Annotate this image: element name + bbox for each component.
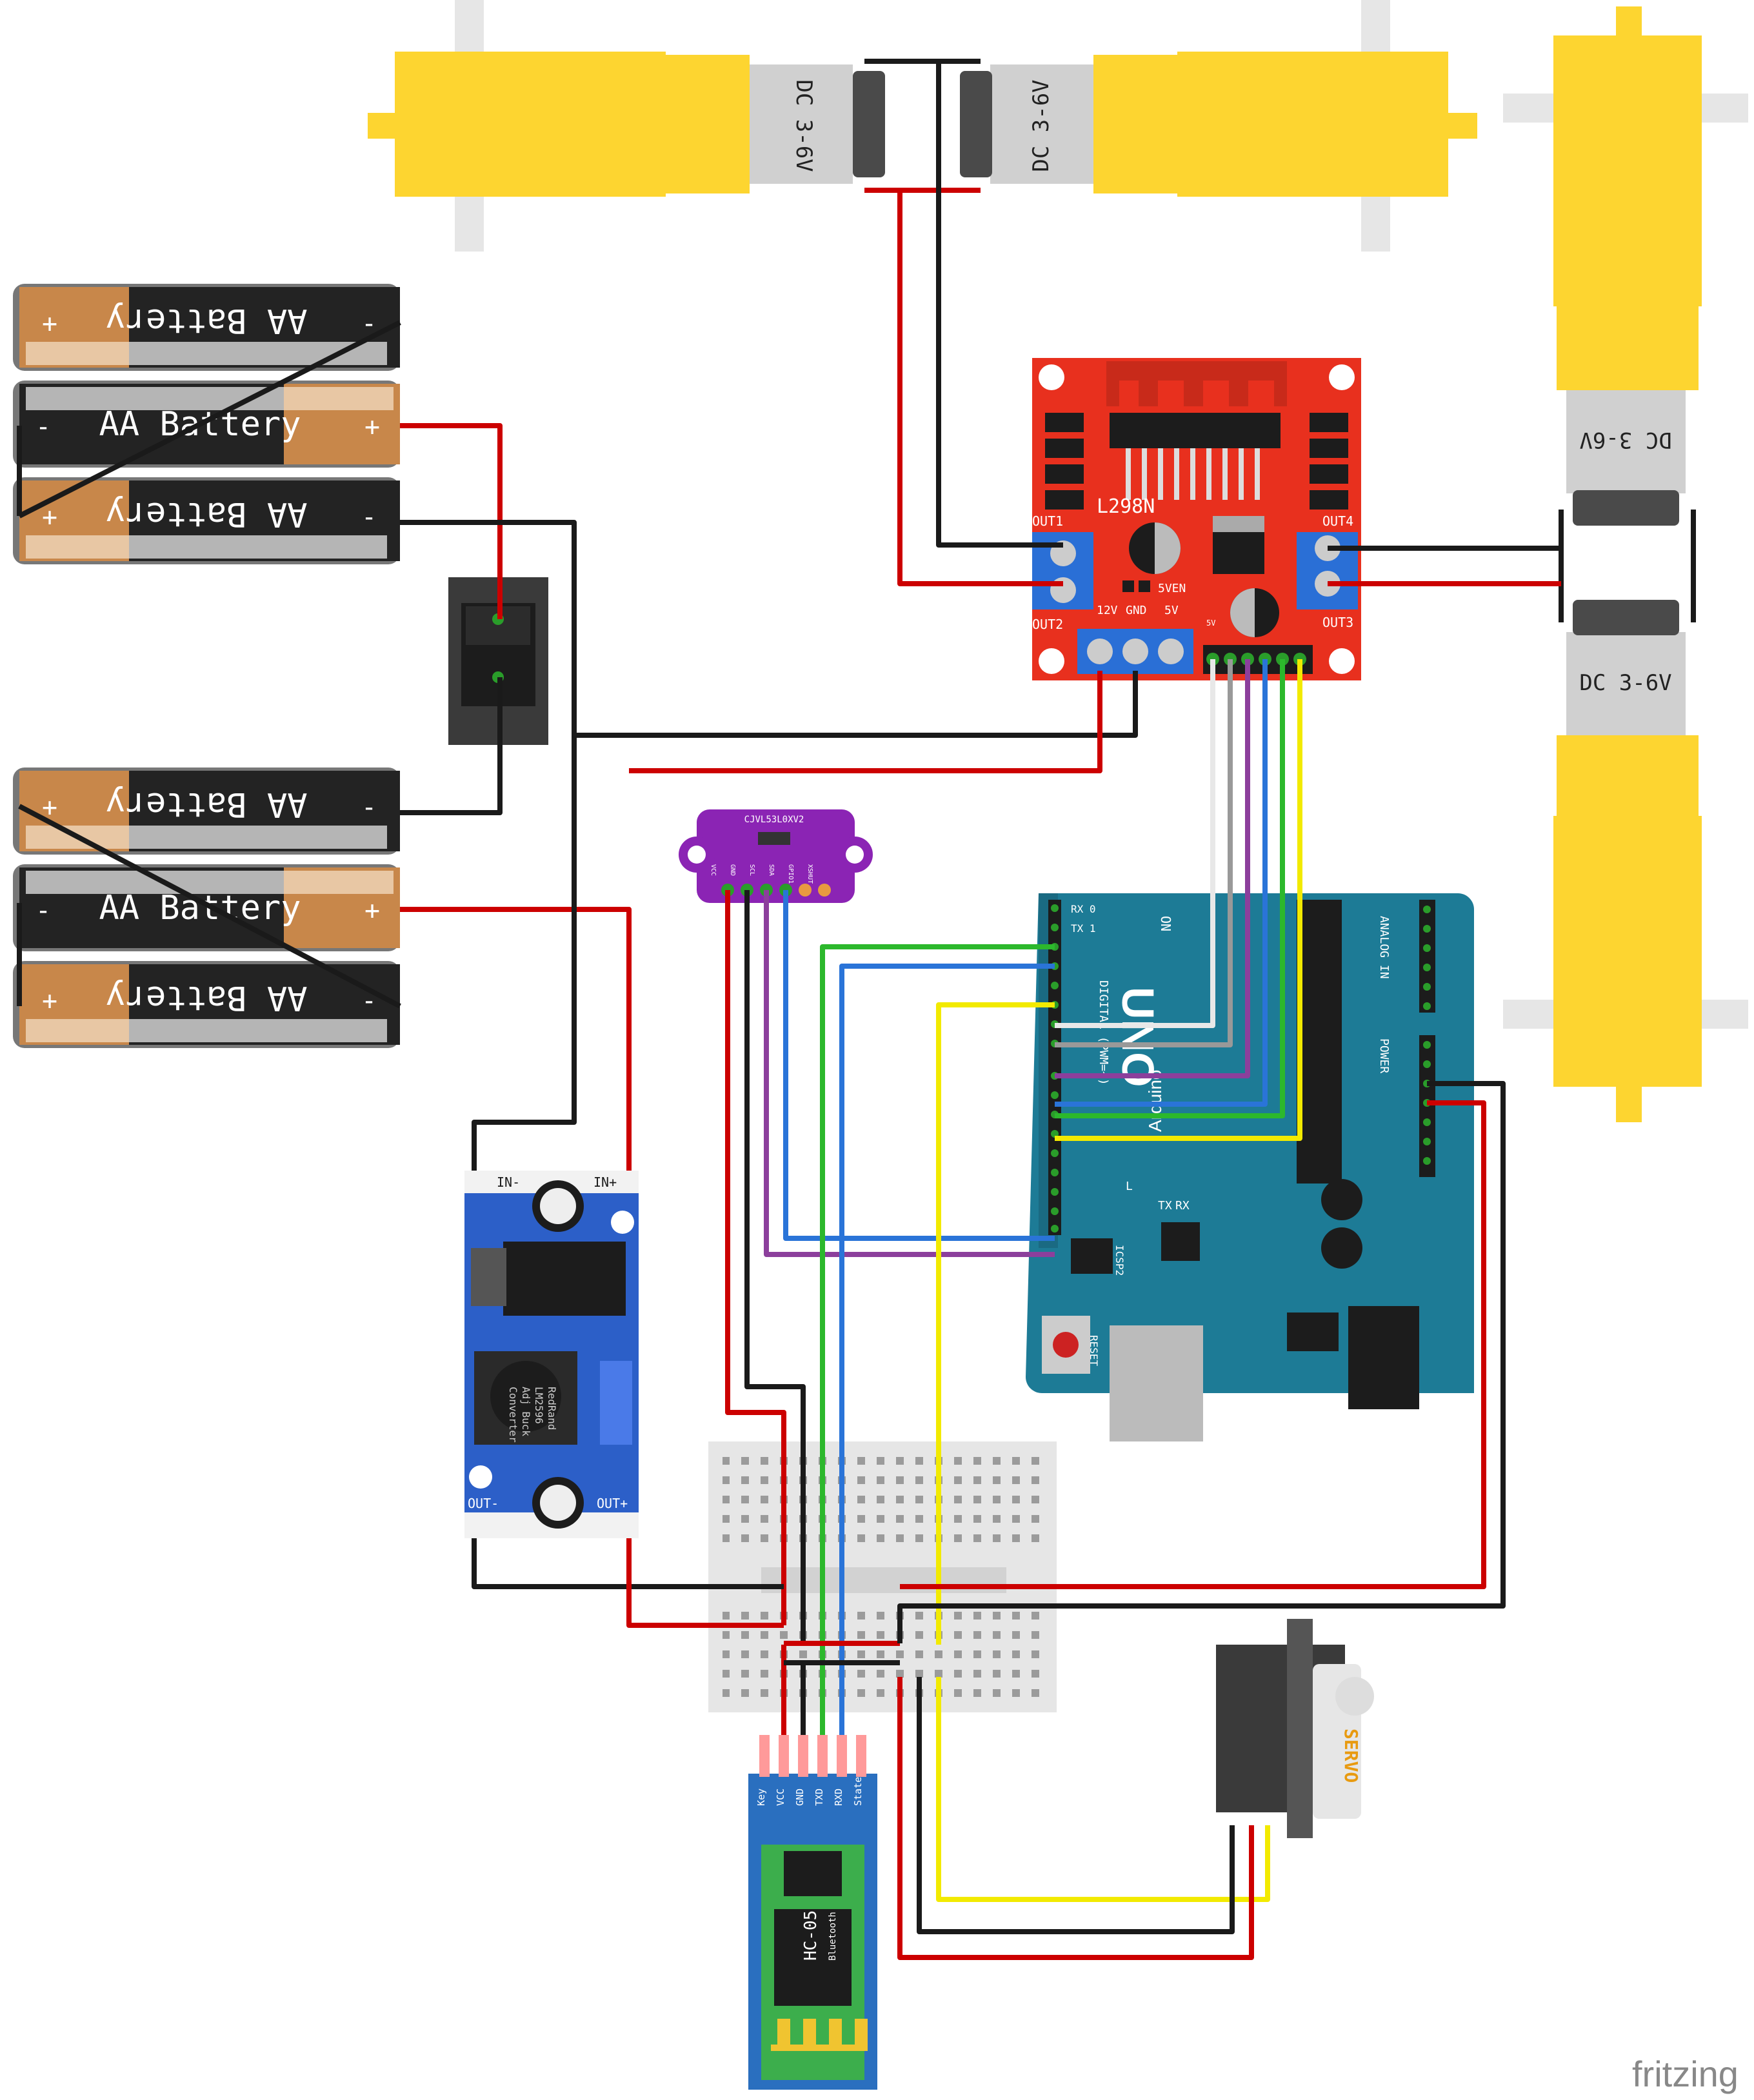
buck-in-minus: IN- (497, 1174, 520, 1190)
fritzing-watermark: fritzing (1632, 2054, 1739, 2094)
battery-plus: + (42, 986, 57, 1016)
battery-minus: - (35, 896, 51, 926)
vl53-pin-label: SCL (748, 864, 755, 876)
l298n-out2: OUT2 (1032, 617, 1063, 632)
arduino-l-led: L (1126, 1180, 1133, 1193)
battery-plus: + (364, 412, 380, 442)
hc05-bluetooth: Key VCC GND TXD RXD State HC-05 Bluetoot… (748, 1735, 877, 2090)
arduino-brand: Arduino (1145, 1069, 1165, 1132)
arduino-power-label: POWER (1377, 1038, 1391, 1073)
battery-label: AA Battery (105, 978, 307, 1017)
arduino-analog-pins (1423, 906, 1431, 1010)
battery-plus: + (364, 896, 380, 926)
aa-battery-6: AA Battery + - (13, 961, 400, 1048)
arduino-rx-led: RX (1175, 1199, 1190, 1213)
l298n-5v-pin: 5V (1206, 619, 1215, 628)
l298n-out1: OUT1 (1032, 513, 1063, 529)
arduino-analog-label: ANALOG IN (1377, 916, 1391, 979)
vl53-title: CJVL53L0XV2 (744, 815, 804, 825)
buck-chip-line: Converter (507, 1387, 519, 1443)
aa-battery-4: AA Battery + - (13, 768, 400, 855)
arduino-logo: UNO (1113, 987, 1163, 1087)
battery-minus: - (361, 502, 377, 532)
battery-minus: - (35, 412, 51, 442)
battery-label: AA Battery (105, 301, 307, 340)
motor-label: DC 3-6V (1579, 427, 1671, 453)
buck-converter: IN- IN+ OUT- OUT+ RedRand LM2596 Adj Buc… (464, 1171, 639, 1538)
buck-chip-line: RedRand (546, 1387, 558, 1430)
hc05-pin-label: TXD (813, 1788, 825, 1806)
l298n-5ven: 5VEN (1158, 582, 1186, 595)
motor-label: DC 3-6V (1028, 79, 1054, 172)
buck-out-plus: OUT+ (597, 1496, 628, 1511)
buck-in-plus: IN+ (593, 1174, 617, 1190)
battery-plus: + (42, 502, 57, 532)
arduino-digital-label: DIGITAL (PWM=~) (1097, 980, 1110, 1085)
motor-right-top: DC 3-6V (1503, 6, 1748, 526)
battery-pack-top: AA Battery + - - AA Battery + AA Battery… (13, 284, 400, 564)
battery-label: AA Battery (105, 785, 307, 824)
l298n-out4: OUT4 (1322, 513, 1353, 529)
hc05-sub: Bluetooth (828, 1912, 838, 1961)
motor-label: DC 3-6V (1579, 670, 1671, 696)
l298n-gnd: GND (1126, 604, 1147, 617)
battery-plus: + (42, 309, 57, 339)
l298n-5v: 5V (1164, 604, 1179, 617)
hc05-pins (759, 1735, 866, 1777)
l298n-out3: OUT3 (1322, 615, 1353, 630)
arduino-tx-led: TX (1158, 1199, 1172, 1213)
vl53-pin-label: GPIO1 (787, 864, 794, 884)
l298n-control-header (1203, 645, 1313, 674)
motor-top-left: DC 3-6V (368, 0, 885, 252)
l298n-12v: 12V (1097, 604, 1118, 617)
arduino-icsp-label: ICSP2 (1113, 1245, 1126, 1276)
hc05-pin-label: GND (794, 1788, 806, 1806)
vl53-pin-label: GND (729, 864, 736, 876)
arduino-on-label: ON (1158, 916, 1173, 931)
battery-label: AA Battery (99, 889, 301, 927)
servo-label: SERVO (1340, 1729, 1362, 1783)
battery-label: AA Battery (105, 495, 307, 533)
buck-chip-line: Adj Buck (520, 1387, 532, 1436)
vl53-pin-label: VCC (710, 864, 717, 876)
chip-legs (1126, 448, 1260, 500)
battery-pack-bottom: AA Battery + - - AA Battery + AA Battery… (13, 768, 400, 1048)
aa-battery-2: - AA Battery + (13, 381, 400, 468)
vl53-pin-label: XSHUT (806, 864, 813, 884)
vl53l0x-sensor: CJVL53L0XV2 VCC GND SCL SDA GPIO1 XSHUT (679, 809, 873, 903)
servo-motor: SERVO (1216, 1619, 1374, 1838)
arduino-tx-label: TX 1 (1071, 922, 1096, 935)
arduino-reset-label: RESET (1088, 1335, 1100, 1367)
aa-battery-5: - AA Battery + (13, 864, 400, 951)
motor-label: DC 3-6V (791, 79, 817, 172)
breadboard (708, 1441, 1057, 1712)
hc05-pin-label: Key (755, 1788, 767, 1806)
l298n-title: L298N (1097, 495, 1155, 518)
motor-top-right: DC 3-6V (960, 0, 1477, 252)
hc05-pin-label: VCC (775, 1788, 786, 1806)
buck-out-minus: OUT- (468, 1496, 499, 1511)
hc05-pin-label: State (852, 1777, 864, 1806)
buck-chip-line: LM2596 (533, 1387, 545, 1424)
hc05-name: HC-05 (801, 1910, 821, 1961)
arduino-uno: UNO Arduino DIGITAL (PWM=~) ON ANALOG IN… (1026, 893, 1474, 1441)
l298n-driver: L298N OUT1 OUT2 OUT4 OUT3 12V GND 5V 5VE… (1032, 358, 1361, 680)
wires (17, 59, 1696, 1960)
aa-battery-1: AA Battery + - (13, 284, 400, 371)
aa-battery-3: AA Battery + - (13, 477, 400, 564)
battery-minus: - (361, 793, 377, 822)
motor-right-bottom: DC 3-6V (1503, 600, 1748, 1122)
arduino-rx-label: RX 0 (1071, 903, 1096, 915)
vl53-pin-label: SDA (768, 864, 775, 876)
hc05-pin-label: RXD (833, 1788, 844, 1806)
